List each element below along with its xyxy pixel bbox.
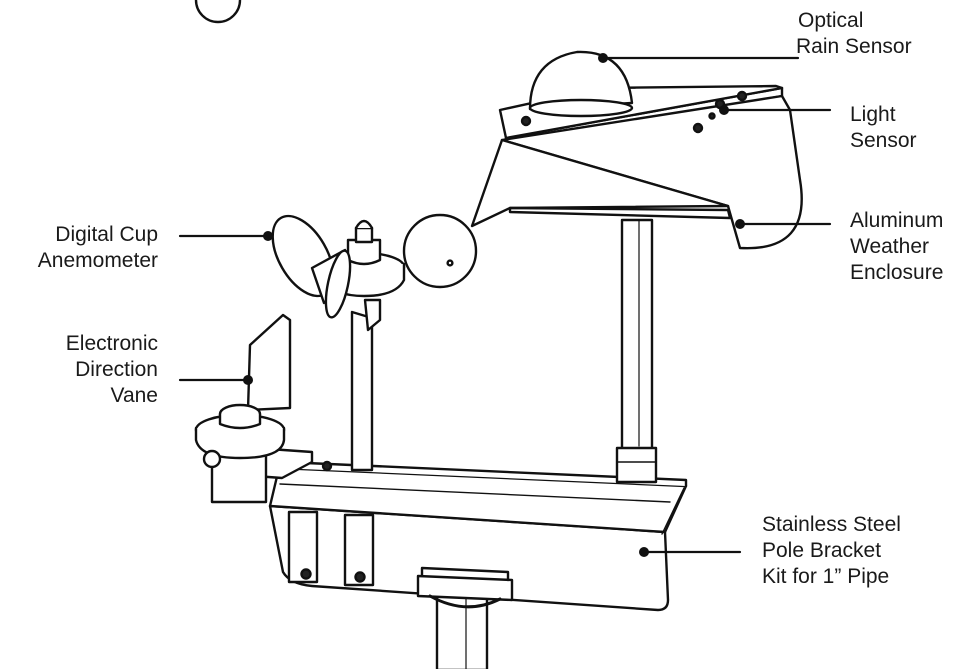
label-enclosure: Aluminum Weather Enclosure [850,208,943,286]
label-line: Optical [798,9,864,32]
direction-vane [194,313,292,504]
support-pole [615,218,658,484]
label-line: Anemometer [37,249,158,272]
dot-enclosure [735,219,745,229]
pole-bracket [268,460,688,612]
label-line: Light [850,103,896,126]
label-bracket: Stainless Steel Pole Bracket Kit for 1” … [762,512,901,590]
label-line: Aluminum [850,209,944,232]
label-line: Weather [850,235,929,258]
label-line: Electronic [65,332,158,355]
label-line: Stainless Steel [762,513,901,536]
dot-bracket [639,547,649,557]
label-anemometer: Digital Cup Anemometer [38,222,158,274]
leader-lines [178,56,832,554]
cup-anemometer [271,213,478,319]
anemometer-shaft [350,298,382,472]
enclosure-screw [736,90,748,102]
enclosure-screw [708,112,716,120]
label-line: Kit for 1” Pipe [762,565,890,588]
bracket-bolt [300,568,312,580]
label-line: Pole Bracket [762,539,882,562]
label-line: Enclosure [850,261,944,284]
dot-light-sensor [719,105,729,115]
label-line: Digital Cup [55,223,158,246]
dot-rain-sensor [598,53,608,63]
dot-vane [243,375,253,385]
label-line: Direction [75,358,158,381]
label-vane: Electronic Direction Vane [66,331,158,409]
label-light-sensor: Light Sensor [850,102,917,154]
bracket-bolt [321,460,333,472]
weather-enclosure [470,50,803,250]
label-line: Vane [110,384,159,407]
cropped-circle [194,0,242,24]
label-rain-sensor: Optical Rain Sensor [796,8,912,60]
leader-dots [243,53,745,557]
enclosure-screw [520,115,532,127]
label-line: Rain Sensor [796,35,912,58]
enclosure-screw [692,122,704,134]
dot-anemometer [263,231,273,241]
bracket-bolt [354,571,366,583]
label-line: Sensor [850,129,917,152]
